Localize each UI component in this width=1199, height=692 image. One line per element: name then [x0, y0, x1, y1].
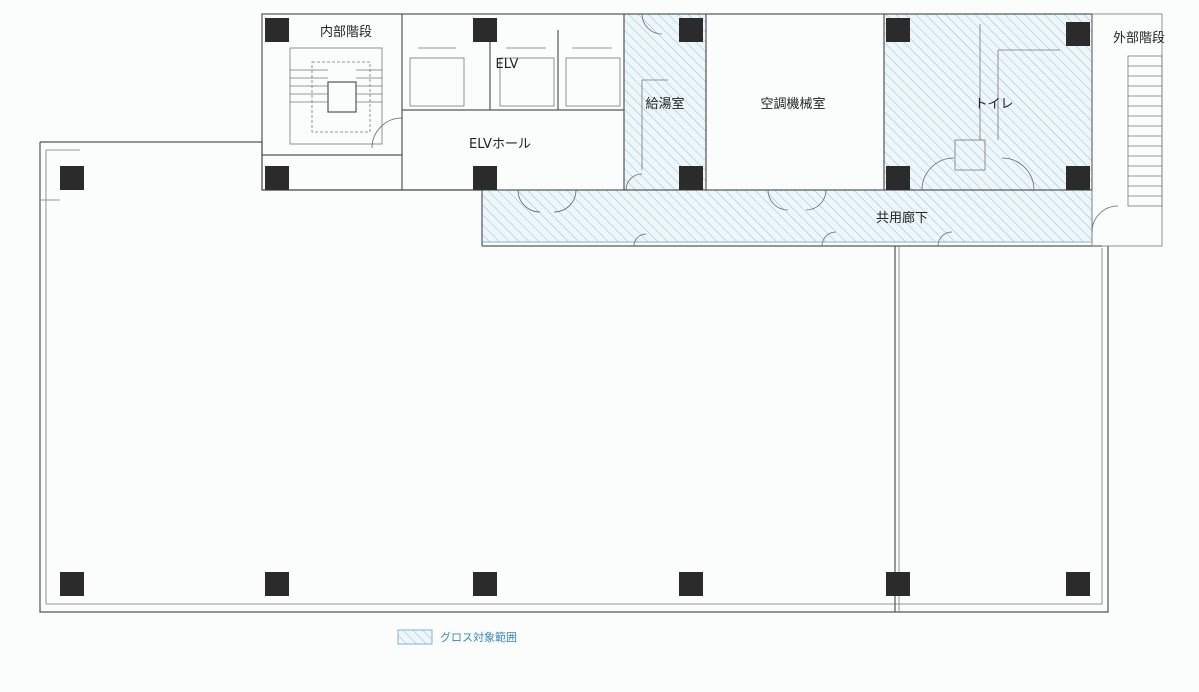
- label-toilet: トイレ: [974, 97, 1013, 112]
- inner-stairs-drawing: [289, 47, 403, 149]
- legend: グロス対象範囲: [397, 629, 517, 645]
- elevator-car: [565, 57, 621, 107]
- column: [265, 166, 289, 190]
- column: [473, 18, 497, 42]
- label-corridor: 共用廊下: [876, 210, 928, 226]
- label-outer-stairs: 外部階段: [1113, 31, 1165, 46]
- label-kitchenette: 給湯室: [645, 96, 684, 112]
- column: [60, 572, 84, 596]
- column: [60, 166, 84, 190]
- outer-stairs-drawing: [1091, 13, 1163, 247]
- column: [886, 18, 910, 42]
- column: [473, 572, 497, 596]
- columns: [60, 18, 1090, 596]
- doors: [517, 13, 1035, 247]
- hatch-toilet: [883, 13, 1093, 191]
- hatch-corridor: [481, 189, 1093, 243]
- label-elv: ELV: [496, 57, 519, 72]
- column: [473, 166, 497, 190]
- column: [1066, 166, 1090, 190]
- label-hvac-room: 空調機械室: [760, 96, 825, 112]
- column: [265, 572, 289, 596]
- hatch-kitchenette: [623, 13, 707, 191]
- elevator-cars: [409, 47, 621, 107]
- column: [1066, 572, 1090, 596]
- label-inner-stairs: 内部階段: [320, 24, 372, 40]
- elevator-car: [409, 57, 465, 107]
- room-labels: 内部階段 ELV 給湯室 空調機械室 トイレ 外部階段 ELVホール 共用廊下: [320, 24, 1165, 226]
- column: [265, 18, 289, 42]
- column: [886, 166, 910, 190]
- column: [679, 572, 703, 596]
- column: [886, 572, 910, 596]
- legend-label: グロス対象範囲: [440, 630, 517, 644]
- elevator-car: [499, 57, 555, 107]
- column: [679, 18, 703, 42]
- legend-swatch: [397, 629, 433, 645]
- column: [679, 166, 703, 190]
- label-elv-hall: ELVホール: [469, 137, 531, 152]
- column: [1066, 22, 1090, 46]
